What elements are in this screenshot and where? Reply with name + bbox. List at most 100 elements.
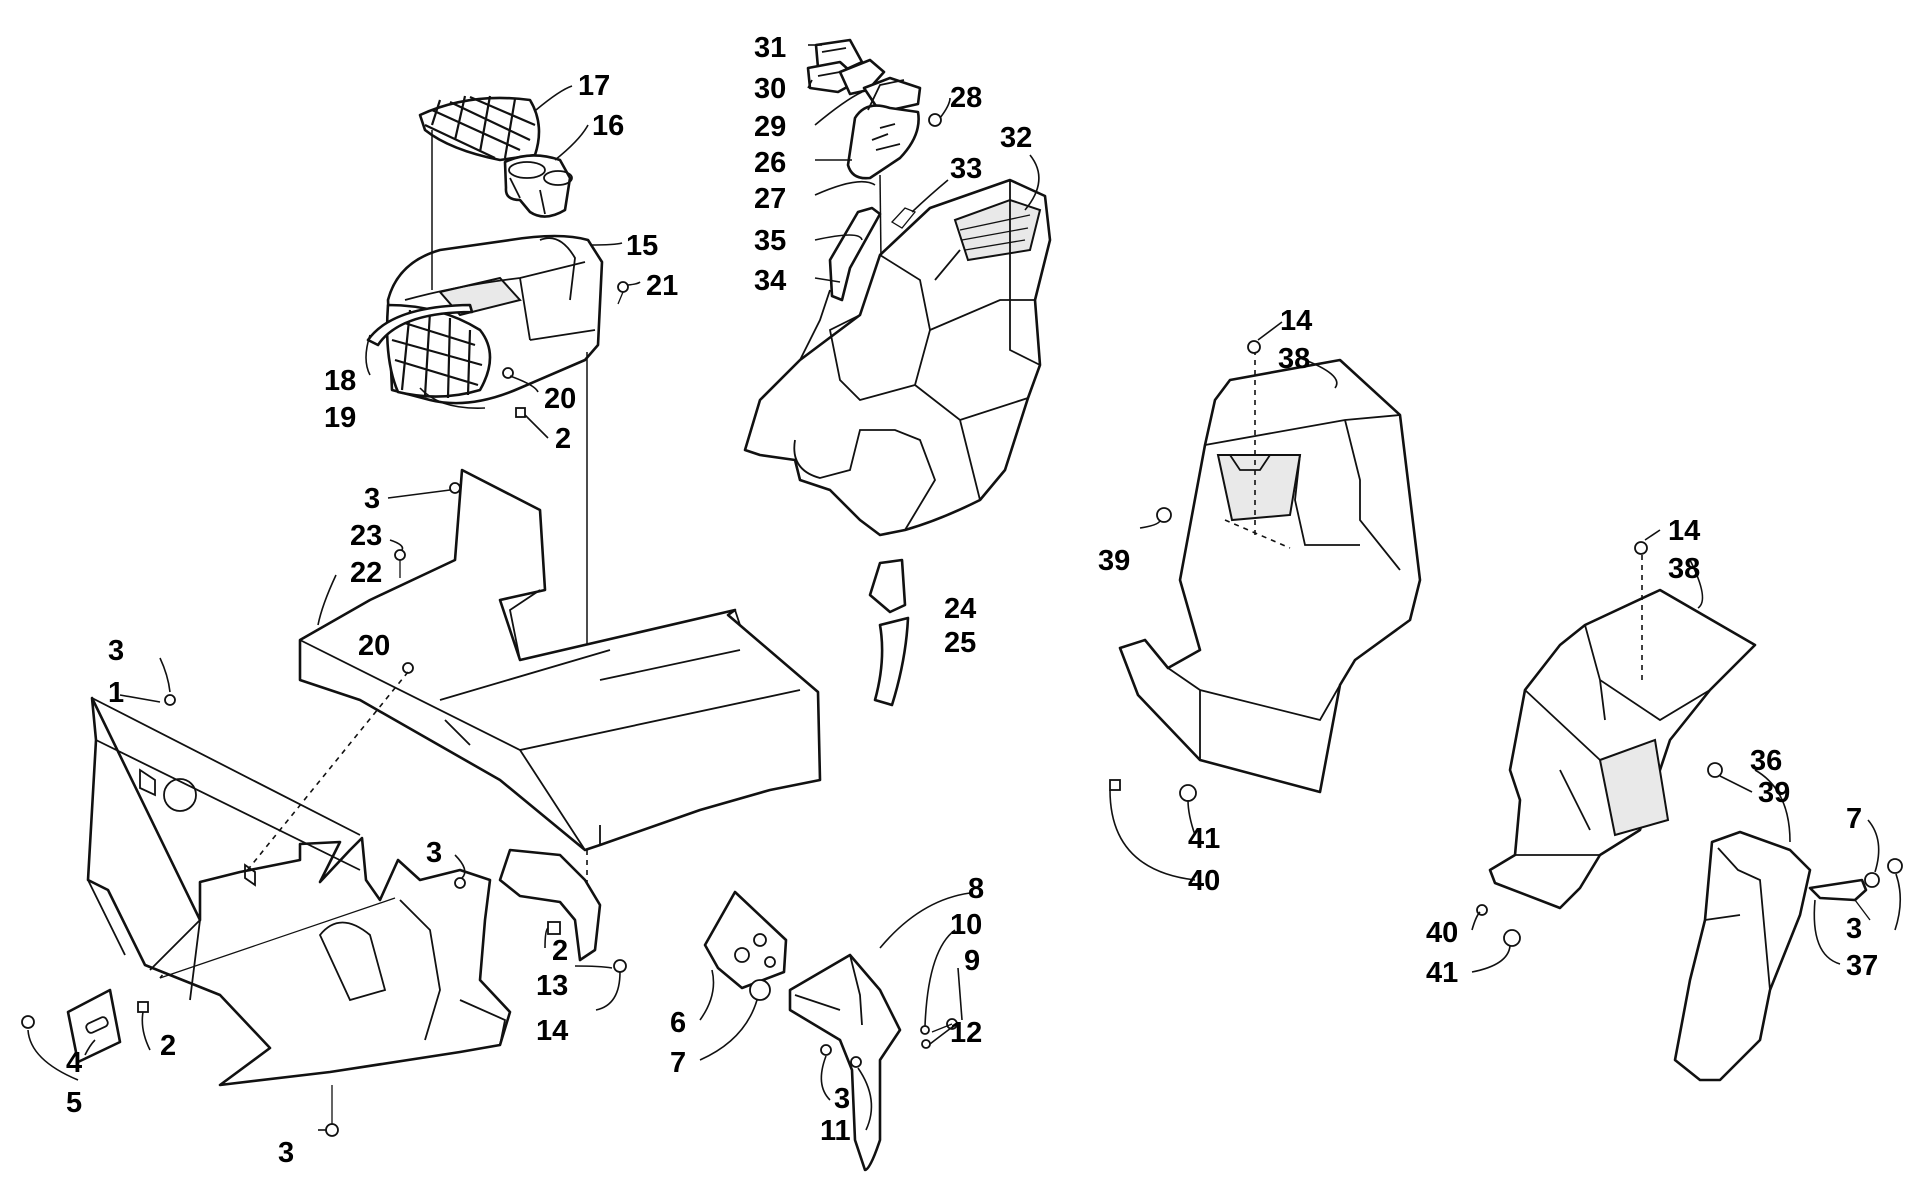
screw-28: [928, 113, 942, 127]
callout-2c: 2: [160, 1030, 176, 1062]
screw-23: [394, 549, 406, 561]
callout-2b: 2: [552, 935, 568, 967]
callout-35: 35: [754, 225, 786, 257]
screw-14b: [1247, 340, 1261, 354]
clip-39a: [1156, 507, 1172, 523]
callout-37: 37: [1846, 950, 1878, 982]
callout-41b: 41: [1426, 957, 1458, 989]
cover-24: [868, 558, 907, 614]
screw-5: [21, 1015, 35, 1029]
callout-14a: 14: [536, 1015, 568, 1047]
side-panel-36: [1673, 830, 1812, 1082]
screw-14c: [1634, 541, 1648, 555]
clip-40a: [1109, 779, 1121, 791]
callout-9: 9: [964, 945, 980, 977]
callout-3f: 3: [1846, 913, 1862, 945]
callout-7a: 7: [670, 1047, 686, 1079]
callout-20b: 20: [358, 630, 390, 662]
callout-3d: 3: [278, 1137, 294, 1169]
callout-3e: 3: [834, 1083, 850, 1115]
screw-20b: [402, 662, 414, 674]
callout-29: 29: [754, 111, 786, 143]
callout-32: 32: [1000, 122, 1032, 154]
callout-7b: 7: [1846, 803, 1862, 835]
label-33: [890, 207, 917, 229]
callout-38b: 38: [1668, 553, 1700, 585]
screw-3a: [449, 482, 461, 494]
callout-40a: 40: [1188, 865, 1220, 897]
screw-3b: [164, 694, 176, 706]
washer-10: [920, 1025, 930, 1035]
screw-3d: [325, 1123, 339, 1137]
clip-2a: [515, 407, 526, 418]
callout-28: 28: [950, 82, 982, 114]
callout-12: 12: [950, 1017, 982, 1049]
clip-2c: [137, 1001, 149, 1013]
callout-40b: 40: [1426, 917, 1458, 949]
callout-6: 6: [670, 1007, 686, 1039]
callout-24: 24: [944, 593, 976, 625]
nut-7a: [749, 979, 771, 1001]
leader-lines: [27, 44, 1902, 1131]
trim-18: [366, 303, 474, 347]
callout-5: 5: [66, 1087, 82, 1119]
callout-33: 33: [950, 153, 982, 185]
callout-19: 19: [324, 402, 356, 434]
callout-14c: 14: [1668, 515, 1700, 547]
callout-16: 16: [592, 110, 624, 142]
callout-11: 11: [820, 1115, 851, 1147]
screw-3c: [454, 877, 466, 889]
callout-39b: 39: [1758, 777, 1790, 809]
rivet-41a: [1179, 784, 1197, 802]
callout-30: 30: [754, 73, 786, 105]
body-panel-1: [86, 696, 512, 1087]
callout-41a: 41: [1188, 823, 1220, 855]
bracket-13: [498, 848, 602, 962]
plate-4: [66, 988, 122, 1064]
bracket-6: [703, 890, 788, 990]
screw-3f: [1887, 858, 1903, 874]
callout-3c: 3: [426, 837, 442, 869]
callout-8: 8: [968, 873, 984, 905]
clip-2b: [547, 921, 561, 935]
callout-23: 23: [350, 520, 382, 552]
callout-10: 10: [950, 909, 982, 941]
screw-14a: [613, 959, 627, 973]
callout-39a: 39: [1098, 545, 1130, 577]
callout-38a: 38: [1278, 343, 1310, 375]
tank-cover-38a: [1118, 358, 1422, 794]
callout-2a: 2: [555, 423, 571, 455]
rivet-41b: [1503, 929, 1521, 947]
callout-14b: 14: [1280, 305, 1312, 337]
boot-35: [828, 206, 882, 302]
callout-21: 21: [646, 270, 678, 302]
callout-4: 4: [66, 1047, 82, 1079]
grille-19: [385, 303, 492, 399]
console-34-32: [743, 178, 1052, 537]
callout-18: 18: [324, 365, 356, 397]
callout-20a: 20: [544, 383, 576, 415]
bracket-37: [1808, 878, 1868, 902]
cup-holder-16: [503, 154, 573, 218]
mud-flap-8: [788, 953, 902, 1172]
callout-17: 17: [578, 70, 610, 102]
screw-11: [850, 1056, 862, 1068]
callout-34: 34: [754, 265, 786, 297]
tank-cover-38b: [1488, 588, 1757, 910]
callout-26: 26: [754, 147, 786, 179]
switch-block-31-30: [806, 38, 886, 96]
callout-1: 1: [108, 677, 124, 709]
screw-21: [617, 281, 629, 293]
callout-36: 36: [1750, 745, 1782, 777]
callout-15: 15: [626, 230, 658, 262]
callout-31: 31: [754, 32, 786, 64]
nut-12: [921, 1039, 931, 1049]
clip-39b: [1707, 762, 1723, 778]
callout-27: 27: [754, 183, 786, 215]
gear-plate-26: [846, 79, 920, 180]
callout-22: 22: [350, 557, 382, 589]
strip-25: [873, 616, 910, 707]
callout-3a: 3: [364, 483, 380, 515]
callout-25: 25: [944, 627, 976, 659]
